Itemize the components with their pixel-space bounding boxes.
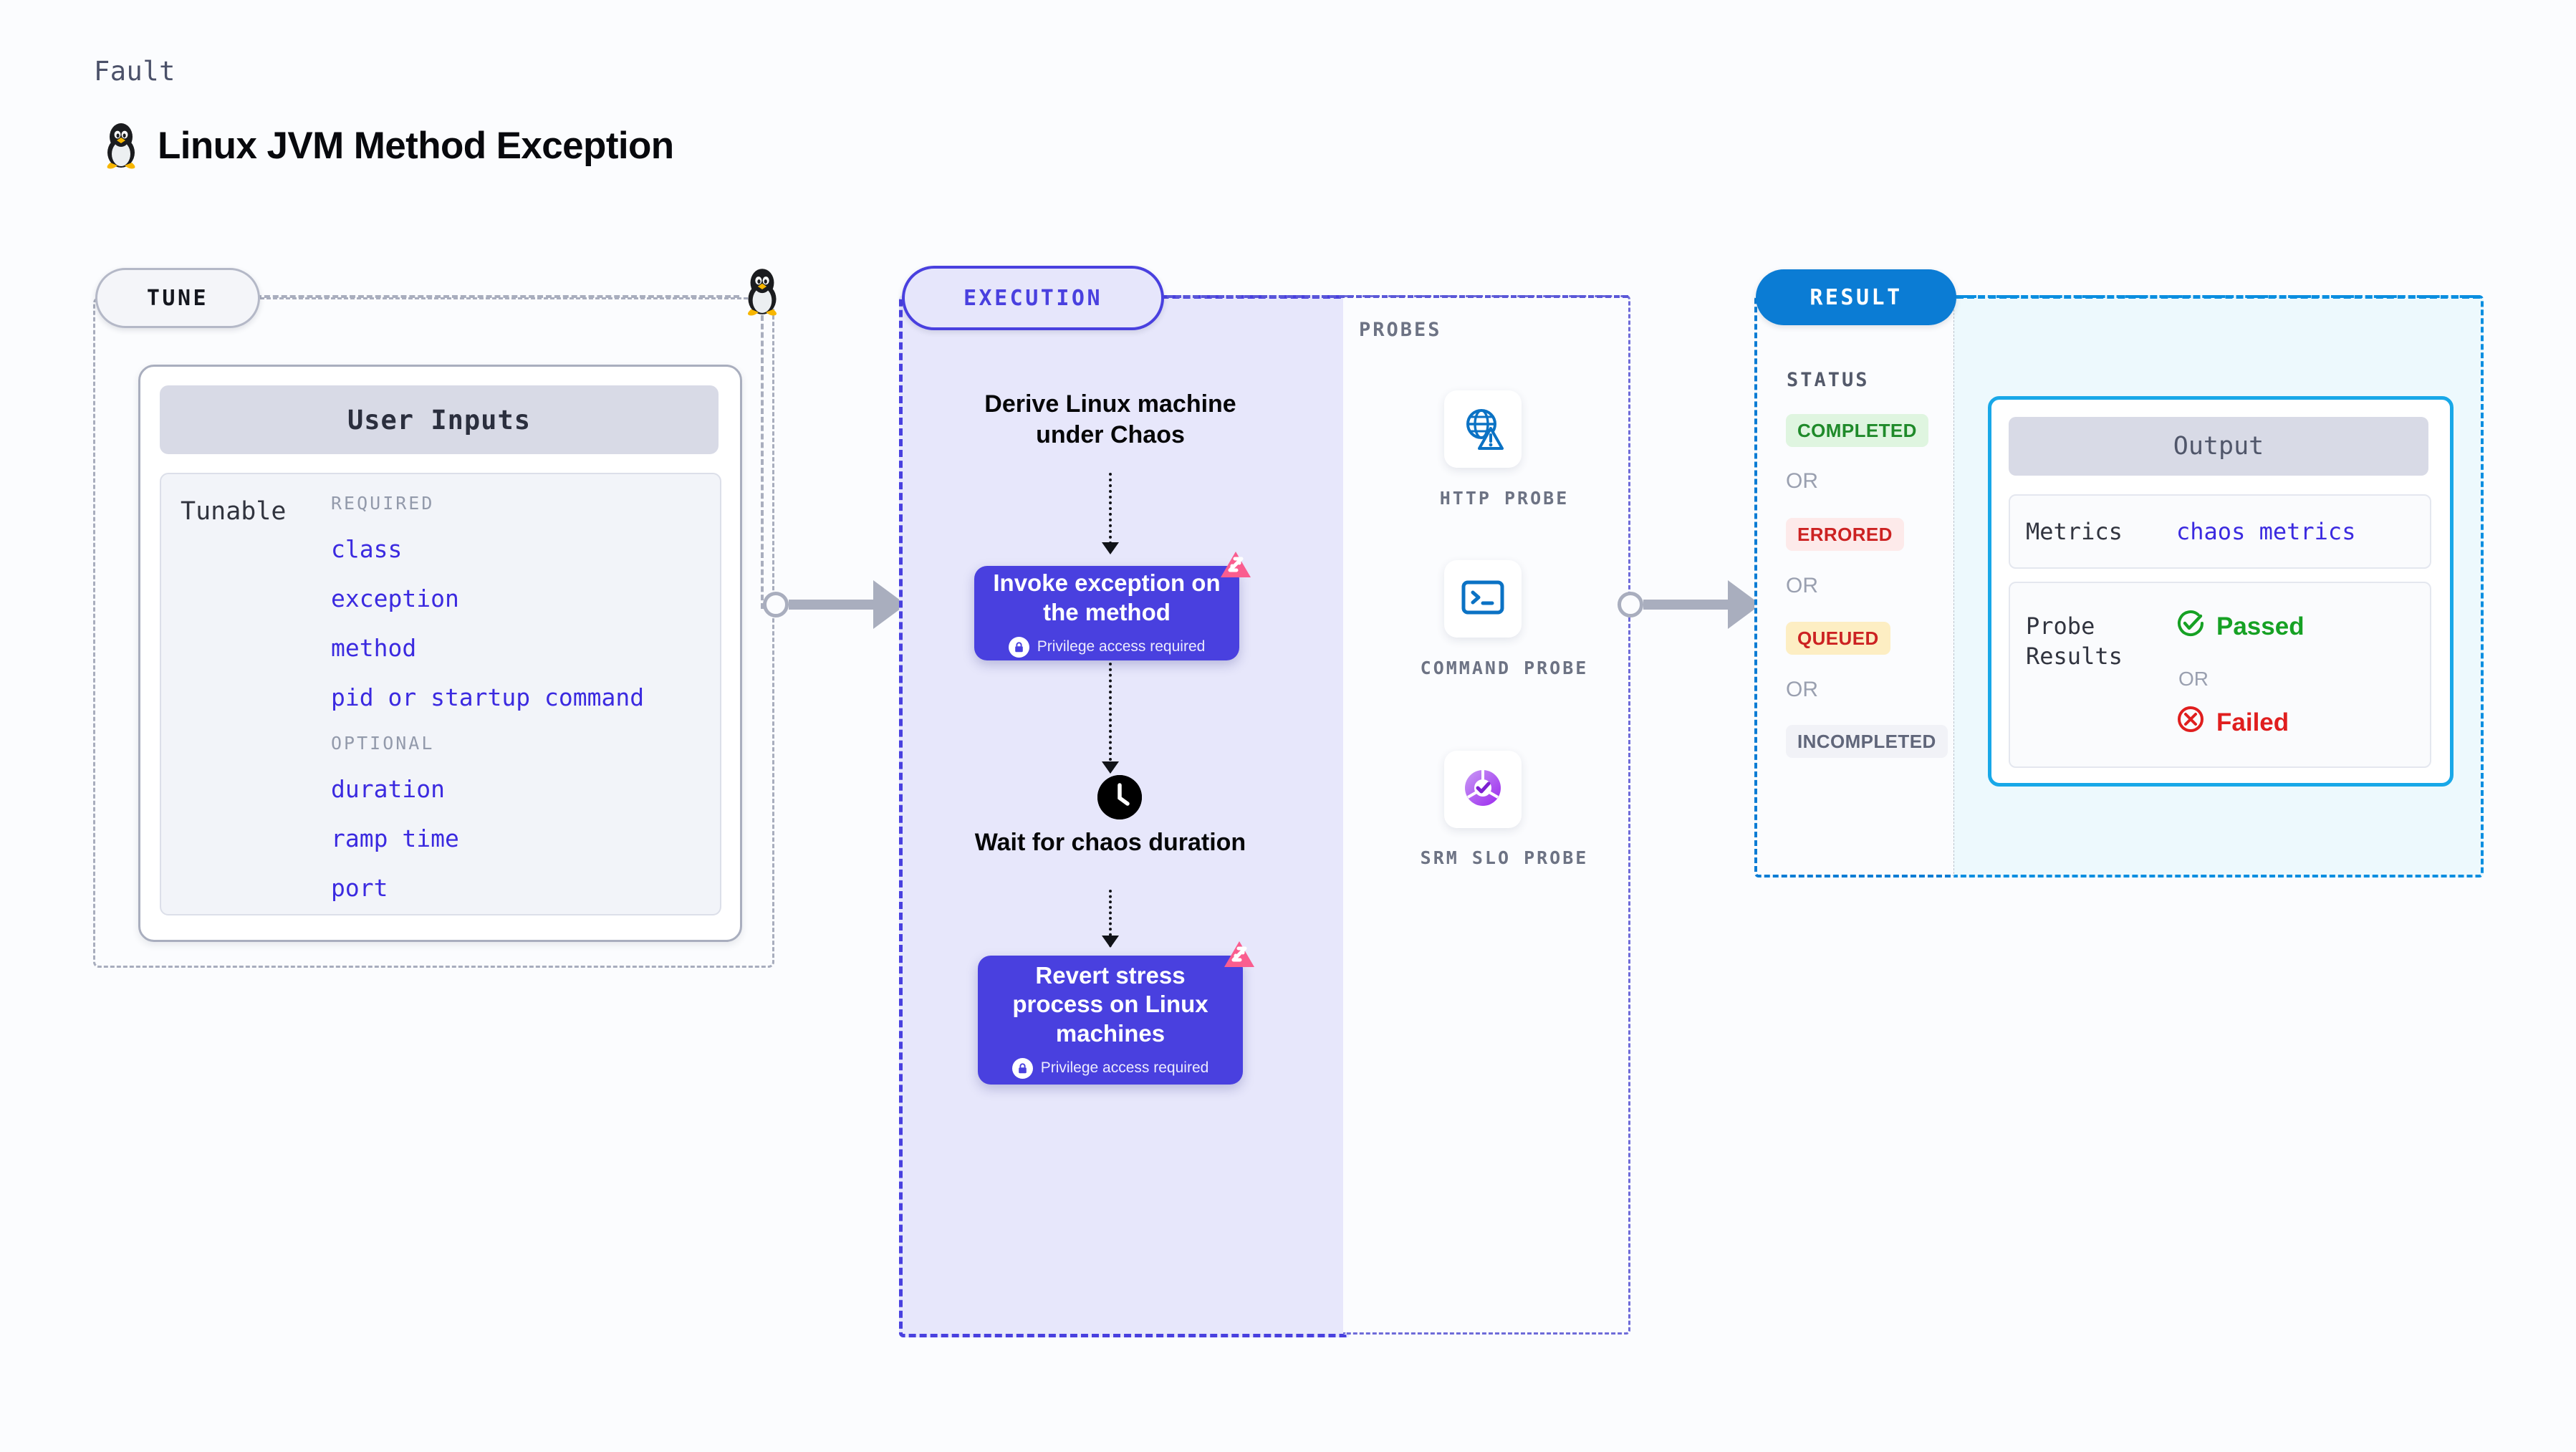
execution-chip-connector-line: [1158, 295, 1628, 298]
output-metrics-row: Metrics chaos metrics: [2009, 494, 2431, 569]
output-title: Output: [2009, 417, 2428, 476]
flow-connector-2: [1109, 663, 1112, 766]
privilege-note-row: Privilege access required: [1008, 636, 1206, 658]
tunable-field-class[interactable]: class: [331, 535, 403, 563]
execution-step-revert-label: Revert stress process on Linux machines: [1012, 962, 1208, 1047]
execution-step-revert-card[interactable]: Revert stress process on Linux machines …: [978, 941, 1254, 1085]
optional-group-title: OPTIONAL: [331, 733, 435, 754]
user-inputs-title: User Inputs: [160, 385, 719, 454]
page-title-row: Linux JVM Method Exception: [100, 118, 674, 173]
probe-result-or: OR: [2178, 668, 2209, 690]
lock-icon: [1008, 636, 1029, 658]
fault-eyebrow-label: Fault: [94, 56, 176, 87]
execution-step-invoke-label: Invoke exception on the method: [993, 569, 1221, 625]
probe-tile-srm-slo[interactable]: [1444, 751, 1522, 828]
tunable-label: Tunable: [181, 497, 287, 526]
status-or-3: OR: [1786, 678, 1818, 701]
probe-results-label: Probe Results: [2026, 612, 2123, 670]
probe-caption-http: HTTP PROBE: [1439, 488, 1570, 509]
probe-caption-command: COMMAND PROBE: [1420, 658, 1589, 678]
tunable-field-exception[interactable]: exception: [331, 585, 459, 612]
harness-logo-icon: [1221, 938, 1257, 974]
result-status-panel: [1754, 295, 1956, 878]
privilege-note-row: Privilege access required: [1011, 1057, 1209, 1079]
status-badge-errored: ERRORED: [1786, 518, 1904, 551]
probes-section-label: PROBES: [1359, 319, 1442, 341]
tune-chip-connector-line: [256, 295, 739, 298]
output-card: Output Metrics chaos metrics Probe Resul…: [1988, 396, 2454, 787]
execution-step-derive-label: Derive Linux machine under Chaos: [984, 390, 1236, 448]
lock-icon: [1011, 1057, 1033, 1079]
flow-connector-1: [1109, 473, 1112, 544]
probe-result-failed-label: Failed: [2216, 708, 2289, 736]
flow-arrowhead-2: [1102, 761, 1119, 774]
status-badge-incompleted: INCOMPLETED: [1786, 725, 1948, 758]
tunable-field-method[interactable]: method: [331, 634, 417, 662]
flow-arrowhead-1: [1102, 542, 1119, 554]
linux-penguin-icon: [738, 264, 787, 317]
globe-warning-icon: [1459, 404, 1506, 455]
connector-bar: [789, 600, 875, 610]
privilege-note-text: Privilege access required: [1037, 638, 1206, 655]
probe-result-passed-label: Passed: [2216, 612, 2305, 640]
execution-stage-chip[interactable]: EXECUTION: [902, 266, 1164, 330]
connector-dot-start: [1618, 592, 1643, 617]
harness-logo-icon: [1218, 549, 1254, 585]
terminal-icon: [1459, 577, 1506, 621]
status-section-label: STATUS: [1787, 369, 1870, 391]
probe-tile-http[interactable]: [1444, 390, 1522, 468]
execution-step-wait-label: Wait for chaos duration: [974, 829, 1246, 856]
srm-slo-donut-check-icon: [1459, 764, 1506, 815]
status-or-1: OR: [1786, 469, 1818, 493]
probe-caption-srm-slo: SRM SLO PROBE: [1420, 847, 1589, 868]
output-probe-results-row: Probe Results Passed OR Failed: [2009, 582, 2431, 768]
tunable-field-port[interactable]: port: [331, 874, 388, 902]
tunable-field-duration[interactable]: duration: [331, 775, 445, 803]
privilege-note-text: Privilege access required: [1040, 1059, 1209, 1077]
tunable-field-ramp-time[interactable]: ramp time: [331, 824, 459, 852]
tune-vertical-connector: [761, 315, 764, 609]
probe-tile-command[interactable]: [1444, 560, 1522, 638]
flow-connector-3: [1109, 890, 1112, 947]
user-inputs-card: User Inputs Tunable REQUIRED class excep…: [138, 365, 742, 942]
tunable-fields: REQUIRED class exception method pid or s…: [331, 493, 703, 923]
tunable-field-pid-or-startup-command[interactable]: pid or startup command: [331, 683, 645, 711]
connector-dot-start: [763, 592, 789, 617]
linux-penguin-icon: [100, 118, 142, 173]
clock-icon: [1097, 775, 1142, 819]
status-badge-completed: COMPLETED: [1786, 414, 1928, 447]
result-stage-chip[interactable]: RESULT: [1756, 269, 1956, 325]
probe-result-failed: Failed: [2176, 705, 2289, 740]
execution-step-invoke-card[interactable]: Invoke exception on the method Privilege…: [974, 552, 1251, 660]
metrics-value[interactable]: chaos metrics: [2176, 518, 2356, 545]
x-circle-icon: [2176, 705, 2205, 740]
result-chip-connector-line: [1956, 295, 2480, 299]
flow-arrowhead-3: [1102, 936, 1119, 948]
metrics-label: Metrics: [2026, 518, 2123, 545]
status-or-2: OR: [1786, 574, 1818, 597]
tunable-box: Tunable REQUIRED class exception method …: [160, 473, 721, 915]
page-title: Linux JVM Method Exception: [158, 125, 674, 167]
probe-result-passed: Passed: [2176, 609, 2305, 644]
required-group-title: REQUIRED: [331, 493, 435, 514]
status-badge-queued: QUEUED: [1786, 622, 1890, 655]
check-circle-icon: [2176, 609, 2205, 644]
connector-bar: [1643, 600, 1729, 610]
tune-stage-chip[interactable]: TUNE: [95, 268, 260, 328]
